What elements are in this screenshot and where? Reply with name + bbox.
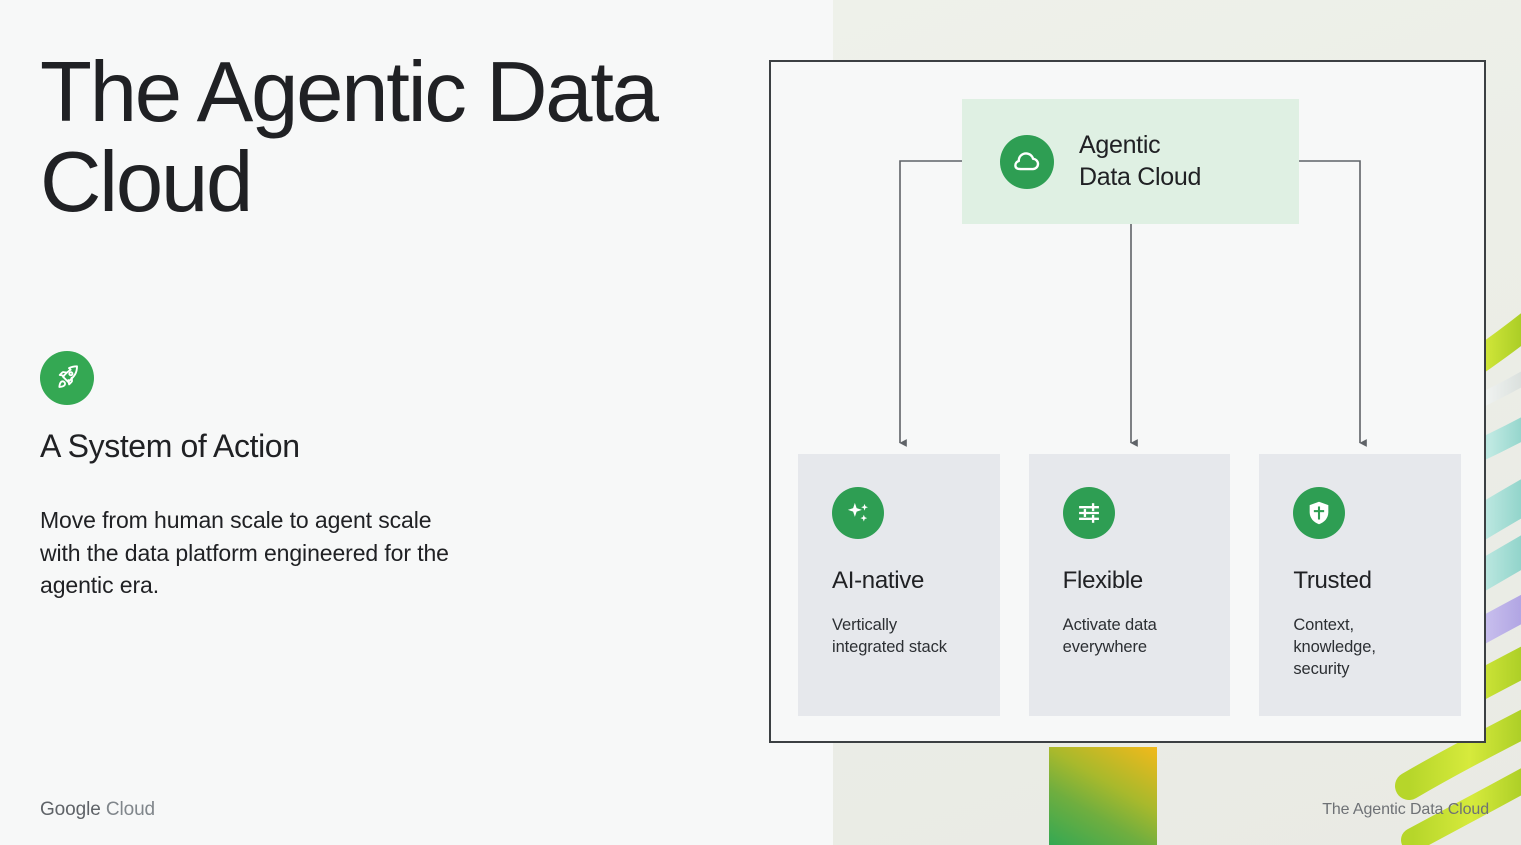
pillar-card-title: AI-native [832,567,925,594]
shield-icon [1310,501,1329,525]
diagram-inner: Agentic Data Cloud AI-native [771,62,1484,741]
left-column: The Agentic Data Cloud A System of Actio… [40,0,740,845]
pillar-card-title: Flexible [1062,567,1144,594]
pillar-card-flexible[interactable]: Flexible Activate data everywhere [1028,454,1231,716]
shield-icon-badge [1293,487,1346,539]
pillar-card-ai-native[interactable]: AI-native Vertically integrated stack [798,454,1000,716]
google-cloud-logo: Google Cloud [40,799,155,821]
cloud-icon-badge [1000,134,1054,189]
sparkle-icon-badge [832,487,884,539]
pillar-card-title: Trusted [1293,567,1372,594]
pillar-cards: AI-native Vertically integrated stack [798,454,1462,716]
hero-card-label: Agentic Data Cloud [1079,131,1202,191]
sparkle-icon [847,502,868,521]
pillar-card-trusted[interactable]: Trusted Context, knowledge, security [1259,454,1462,716]
diagram-frame: Agentic Data Cloud AI-native [769,60,1486,743]
rocket-icon-badge [40,351,94,405]
rocket-icon [58,365,78,388]
page-title: The Agentic Data Cloud [40,45,659,231]
tune-sliders-icon-badge [1062,487,1115,539]
tune-sliders-icon [1078,503,1099,523]
logo-cloud-text: Cloud [105,799,156,820]
section-heading: A System of Action [40,428,300,464]
footer-deck-label: The Agentic Data Cloud [1322,801,1489,818]
hero-card-agentic-data-cloud[interactable]: Agentic Data Cloud [962,99,1299,224]
pillar-card-description: Vertically integrated stack [832,616,947,657]
section-body-text: Move from human scale to agent scale wit… [40,507,449,599]
pillar-card-description: Context, knowledge, security [1293,616,1376,679]
pillar-card-description: Activate data everywhere [1062,616,1157,657]
cloud-icon [1014,151,1040,170]
logo-google-text: Google [40,799,101,820]
decorative-gradient-square [1049,747,1157,845]
